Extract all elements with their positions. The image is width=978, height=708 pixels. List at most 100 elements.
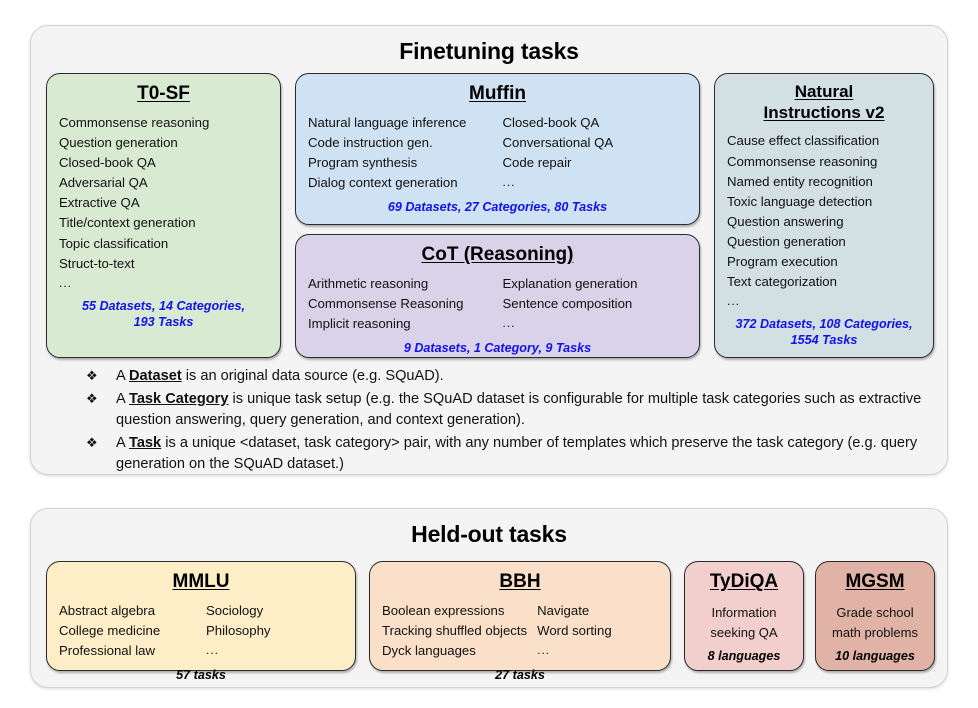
card-cot-reasoning: CoT (Reasoning) Arithmetic reasoning Com… [295, 234, 700, 358]
card-bbh-title: BBH [499, 571, 541, 592]
card-tydiqa-stat: 8 languages [707, 649, 781, 664]
definition-prefix: A [116, 368, 129, 384]
title-line-1: Natural [794, 82, 854, 101]
stat-line-1: 372 Datasets, 108 Categories, [735, 317, 913, 332]
diamond-bullet-icon: ❖ [86, 368, 98, 383]
definition-row: ❖ A Task Category is unique task setup (… [76, 389, 936, 431]
list-item: Dialog context generation [308, 175, 458, 191]
column-left: Abstract algebra College medicine Profes… [59, 601, 196, 661]
definition-rest: is an original data source (e.g. SQuAD). [181, 368, 444, 384]
definition-prefix: A [116, 391, 129, 407]
list-item: Named entity recognition [727, 173, 873, 189]
card-t0-sf-stat: 55 Datasets, 14 Categories, 193 Tasks [59, 299, 268, 330]
list-item: Sociology [206, 603, 264, 619]
card-natural-instructions-v2-title: Natural Instructions v2 [727, 82, 921, 123]
list-item-ellipsis: ... [502, 316, 516, 331]
card-tydiqa: TyDiQA Information seeking QA 8 language… [684, 561, 804, 671]
list-item: Title/context generation [59, 215, 196, 231]
list-item-ellipsis: ... [206, 643, 220, 658]
card-bbh-items: Boolean expressions Tracking shuffled ob… [382, 601, 658, 661]
list-item-ellipsis: ... [59, 275, 73, 290]
list-item: Closed-book QA [59, 155, 156, 171]
card-mmlu: MMLU Abstract algebra College medicine P… [46, 561, 356, 682]
definition-prefix: A [116, 435, 129, 451]
definition-text: A Dataset is an original data source (e.… [116, 366, 936, 387]
column-right: Explanation generation Sentence composit… [503, 274, 688, 334]
list-item: Professional law [59, 643, 156, 659]
definition-term: Task [128, 435, 162, 451]
held-out-panel-title: Held-out tasks [411, 521, 567, 547]
list-item: Grade school [836, 605, 914, 621]
column-right: Closed-book QA Conversational QA Code re… [503, 113, 688, 193]
card-muffin-title: Muffin [469, 83, 526, 104]
list-item: Natural language inference [308, 115, 467, 131]
card-bbh-stat: 27 tasks [495, 668, 545, 683]
list-item: Philosophy [206, 623, 271, 639]
card-mmlu-title: MMLU [172, 571, 230, 592]
definition-row: ❖ A Dataset is an original data source (… [76, 366, 936, 387]
card-cot-title: CoT (Reasoning) [421, 244, 574, 265]
list-item: Word sorting [537, 623, 612, 639]
definition-term: Dataset [128, 368, 182, 384]
diamond-bullet-icon: ❖ [86, 435, 98, 450]
definition-rest: is unique task setup (e.g. the SQuAD dat… [116, 391, 922, 428]
list-item: Adversarial QA [59, 175, 148, 191]
list-item: Explanation generation [502, 276, 638, 292]
stat-line-1: 55 Datasets, 14 Categories, [81, 298, 246, 313]
list-item: Conversational QA [502, 135, 614, 151]
list-item: Tracking shuffled objects [382, 623, 528, 639]
definition-text: A Task is a unique <dataset, task catego… [116, 433, 936, 475]
list-item: Topic classification [59, 235, 169, 251]
card-t0-sf: T0-SF Commonsense reasoning Question gen… [46, 73, 281, 358]
stat-line-2: 193 Tasks [133, 314, 194, 329]
list-item: math problems [832, 624, 918, 640]
list-item: Commonsense reasoning [727, 153, 878, 169]
card-mmlu-items: Abstract algebra College medicine Profes… [59, 601, 343, 661]
list-item: Extractive QA [59, 195, 140, 211]
card-mgsm-items: Grade school math problems [828, 603, 922, 642]
column-left: Natural language inference Code instruct… [308, 113, 493, 193]
list-item: Boolean expressions [382, 603, 505, 619]
list-item: Navigate [537, 603, 590, 619]
list-item: Information [711, 605, 777, 621]
column-right: Sociology Philosophy ... [206, 601, 343, 661]
list-item: Dyck languages [382, 643, 476, 659]
list-item: Implicit reasoning [308, 316, 411, 332]
card-mgsm-title: MGSM [845, 571, 905, 592]
list-item-ellipsis: ... [727, 293, 741, 308]
finetuning-tasks-panel: Finetuning tasks T0-SF Commonsense reaso… [30, 25, 948, 475]
definition-rest: is a unique <dataset, task category> pai… [116, 435, 918, 472]
column-left: Boolean expressions Tracking shuffled ob… [382, 601, 527, 661]
list-item: Closed-book QA [502, 115, 600, 131]
definitions-list: ❖ A Dataset is an original data source (… [76, 366, 936, 477]
column-left: Arithmetic reasoning Commonsense Reasoni… [308, 274, 493, 334]
list-item: Question generation [727, 233, 846, 249]
card-mgsm-stat: 10 languages [835, 649, 915, 664]
card-mgsm: MGSM Grade school math problems 10 langu… [815, 561, 935, 671]
card-mmlu-stat: 57 tasks [176, 668, 226, 683]
list-item: Abstract algebra [59, 603, 156, 619]
card-muffin-stat: 69 Datasets, 27 Categories, 80 Tasks [387, 200, 608, 215]
list-item: Code repair [502, 155, 572, 171]
list-item: Question generation [59, 135, 178, 151]
list-item: Cause effect classification [727, 133, 880, 149]
list-item-ellipsis: ... [537, 643, 551, 658]
list-item: College medicine [59, 623, 161, 639]
title-line-2: Instructions v2 [763, 102, 885, 122]
card-natural-instructions-v2-stat: 372 Datasets, 108 Categories, 1554 Tasks [727, 317, 921, 348]
card-bbh: BBH Boolean expressions Tracking shuffle… [369, 561, 671, 682]
card-muffin-items: Natural language inference Code instruct… [308, 113, 687, 193]
finetuning-panel-title: Finetuning tasks [399, 38, 579, 64]
stat-line-2: 1554 Tasks [790, 332, 858, 347]
card-natural-instructions-v2: Natural Instructions v2 Cause effect cla… [714, 73, 934, 358]
list-item: Arithmetic reasoning [308, 276, 429, 292]
list-item: Program execution [727, 253, 838, 269]
card-t0-sf-title: T0-SF [137, 83, 190, 104]
card-t0-sf-items: Commonsense reasoning Question generatio… [59, 113, 268, 292]
card-cot-stat: 9 Datasets, 1 Category, 9 Tasks [403, 341, 592, 356]
list-item: Toxic language detection [727, 193, 873, 209]
definition-text: A Task Category is unique task setup (e.… [116, 389, 936, 431]
card-muffin: Muffin Natural language inference Code i… [295, 73, 700, 225]
held-out-tasks-panel: Held-out tasks MMLU Abstract algebra Col… [30, 508, 948, 688]
